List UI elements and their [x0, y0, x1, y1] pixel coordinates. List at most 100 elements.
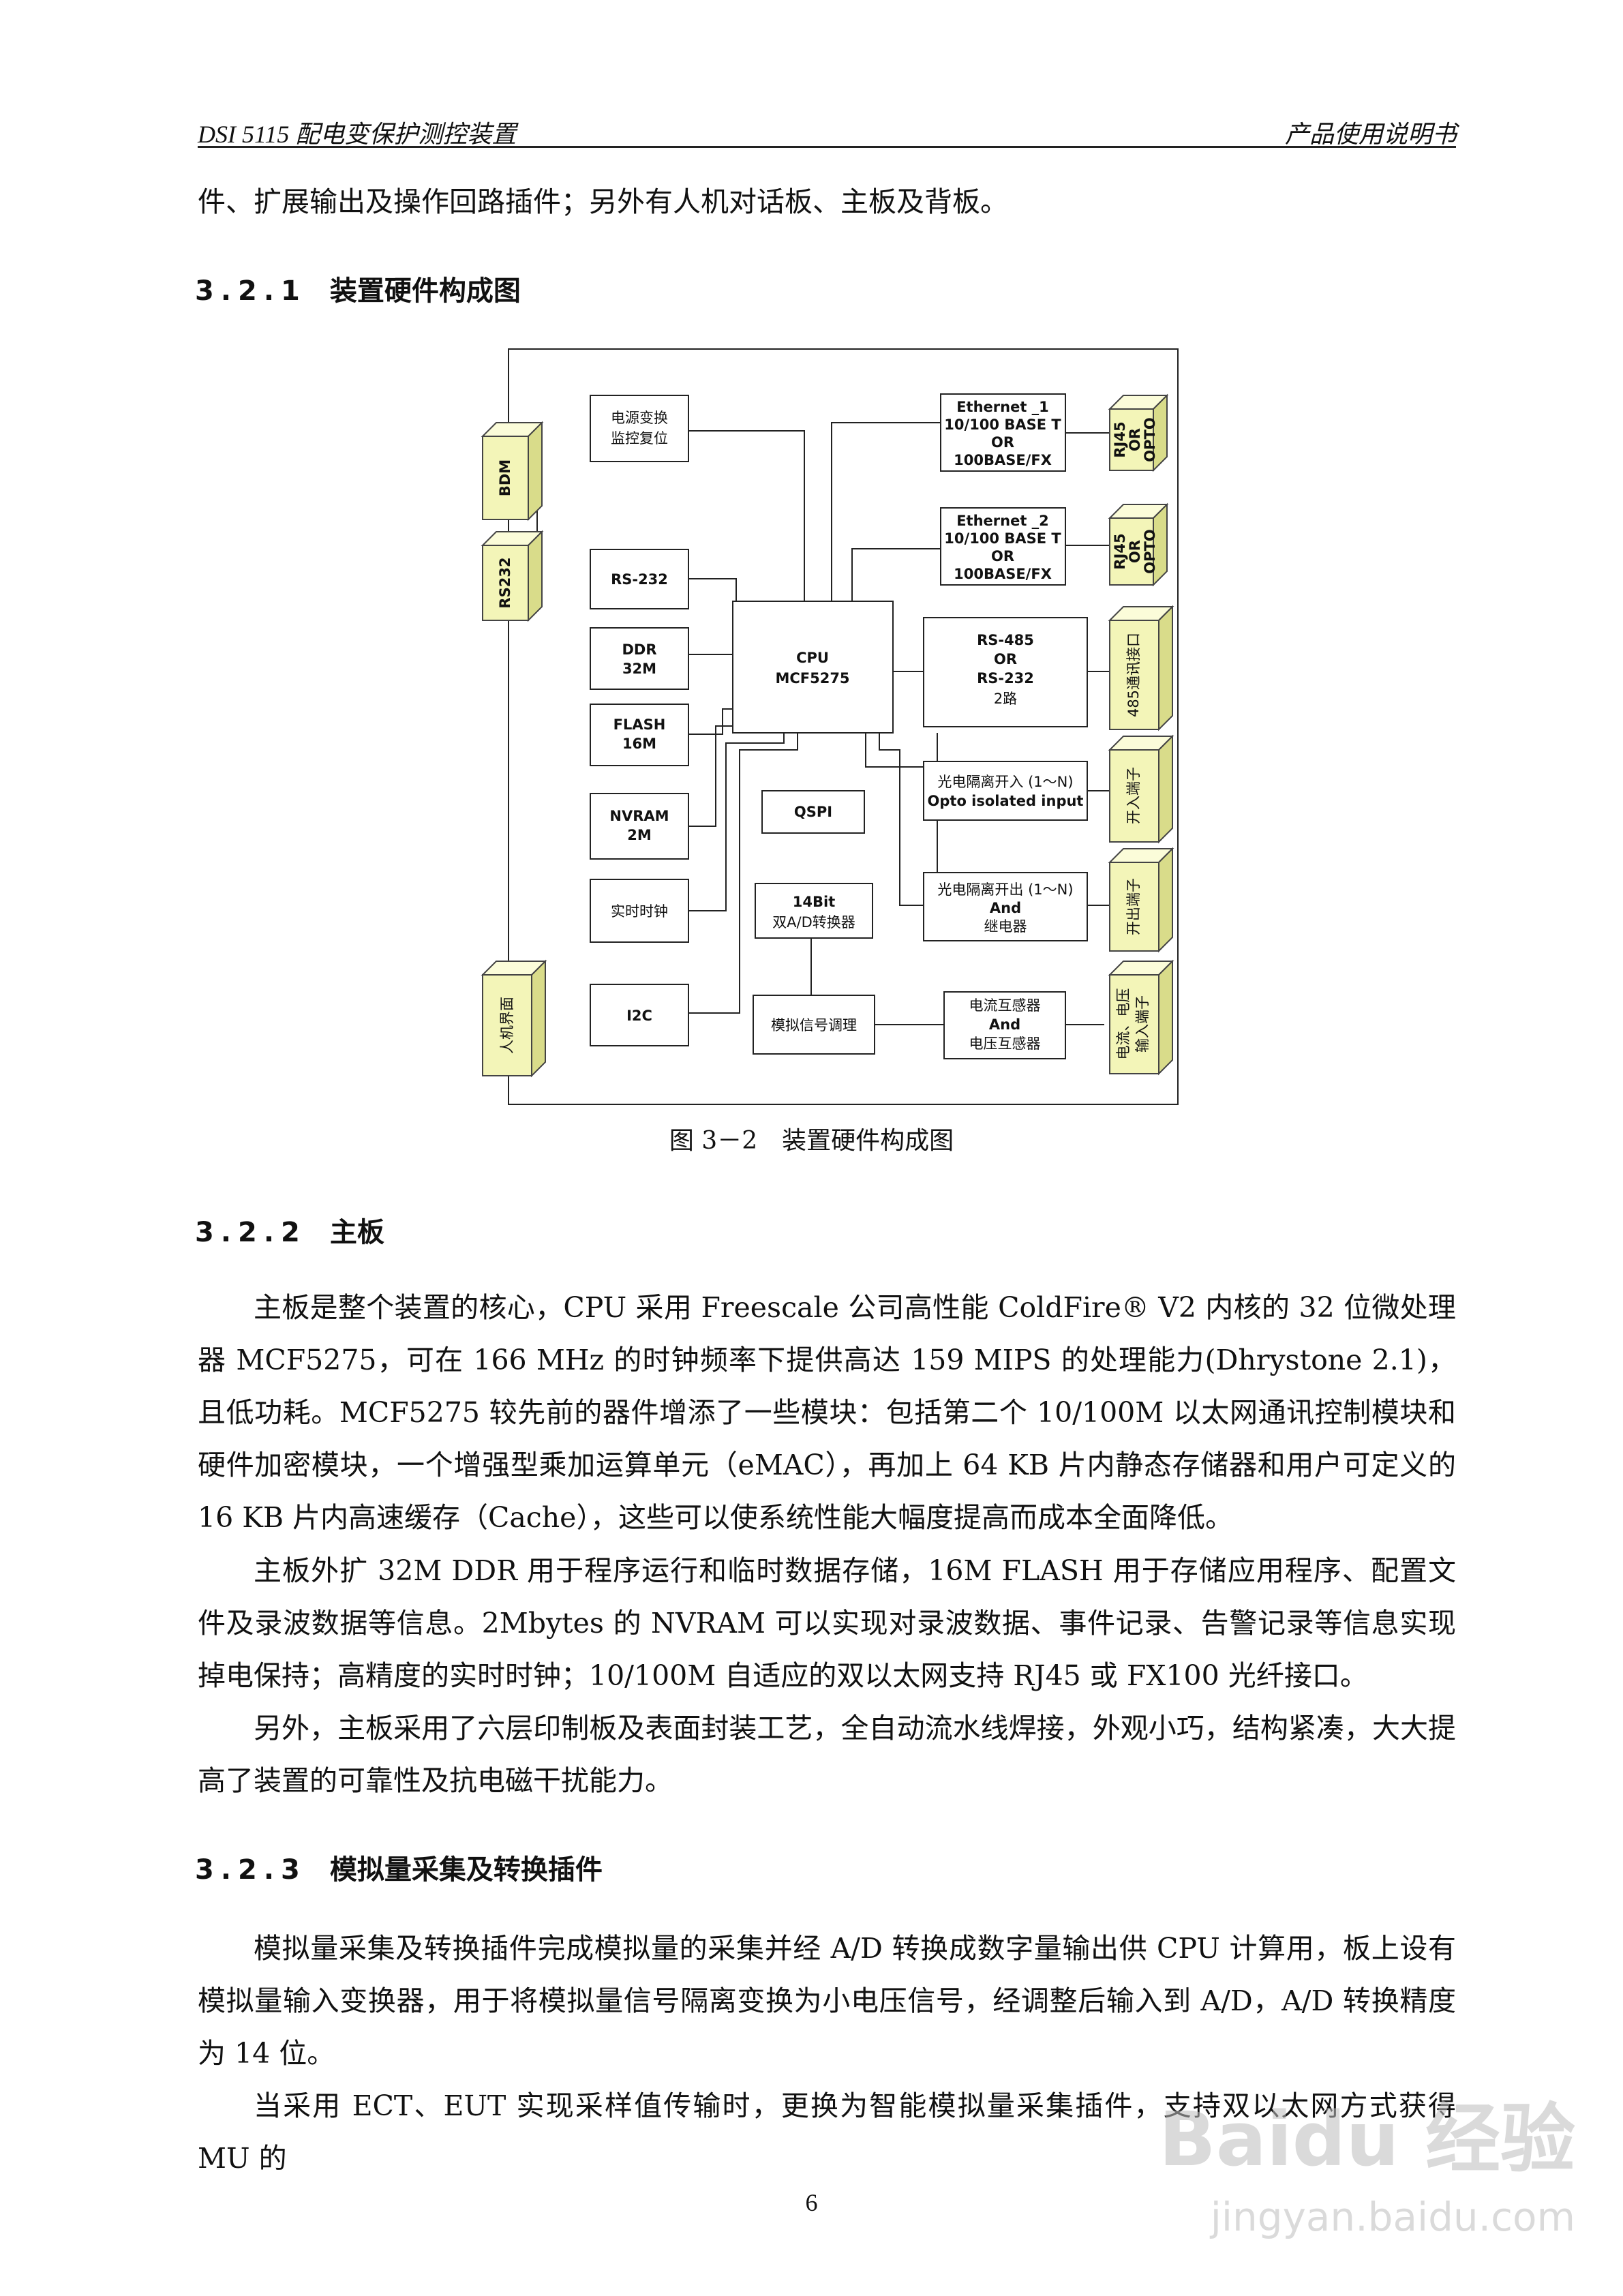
- wire-rtc-cpu: [688, 733, 785, 911]
- box-power-line1: 电源变换: [611, 410, 668, 426]
- section-title: 主板: [329, 1217, 384, 1248]
- box-ct-line2: And: [989, 1016, 1020, 1033]
- box-flash-line1: FLASH: [613, 716, 666, 733]
- connector-rs232: RS232: [481, 530, 544, 622]
- connector-rj45-1-line2: OR: [1127, 428, 1143, 451]
- connector-rj45-2-line3: OPTO: [1142, 529, 1158, 573]
- connector-do-label: 开出端子: [1125, 878, 1142, 935]
- hardware-diagram: 电源变换 监控复位 RS-232 DDR 32M FLASH 16M NVRAM…: [481, 348, 1179, 1105]
- box-signal: 模拟信号调理: [753, 995, 875, 1055]
- box-ct-line3: 电压互感器: [969, 1036, 1041, 1052]
- diagram-frame: [508, 348, 1179, 1105]
- box-rtc: 实时时钟: [590, 879, 689, 943]
- box-eth1-line3: OR: [991, 434, 1014, 451]
- box-rs485-line2: OR: [994, 651, 1017, 667]
- watermark: Baidu 经验 jingyan.baidu.com: [1159, 2051, 1575, 2255]
- box-rs485: RS-485 OR RS-232 2路: [923, 617, 1088, 727]
- connector-comm485: 485通讯接口: [1108, 605, 1174, 731]
- figure-caption: 图 3－2 装置硬件构成图: [669, 1127, 954, 1155]
- section-heading-3-2-1: 3.2.1 装置硬件构成图: [195, 269, 521, 308]
- connector-hmi-label: 人机界面: [499, 997, 515, 1054]
- intro-line: 件、扩展输出及操作回路插件；另外有人机对话板、主板及背板。: [198, 185, 1008, 218]
- box-eth2: Ethernet _2 10/100 BASE T OR 100BASE/FX: [940, 507, 1066, 586]
- box-adc: 14Bit 双A/D转换器: [755, 883, 873, 939]
- box-ddr: DDR 32M: [590, 627, 689, 690]
- wire-cpu-eth2: [851, 548, 941, 601]
- wire-ddr-cpu: [688, 644, 733, 655]
- analog-paragraph-1: 模拟量采集及转换插件完成模拟量的采集并经 A/D 转换成数字量输出供 CPU 计…: [198, 1932, 1456, 2070]
- box-rs485-line1: RS-485: [977, 632, 1034, 648]
- box-cpu: CPU MCF5275: [732, 601, 894, 734]
- connector-analog-line1: 电流、电压: [1115, 988, 1132, 1060]
- section-number: 3.2.3: [195, 1854, 307, 1886]
- box-opto-out-line3: 继电器: [984, 918, 1027, 935]
- connector-comm485-label: 485通讯接口: [1125, 633, 1142, 717]
- box-ct: 电流互感器 And 电压互感器: [943, 991, 1066, 1059]
- box-eth1-line2: 10/100 BASE T: [944, 417, 1061, 433]
- box-opto-out-line1: 光电隔离开出 (1～N): [937, 881, 1073, 898]
- connector-rj45-1-line1: RJ45: [1112, 421, 1128, 457]
- box-signal-label: 模拟信号调理: [771, 1017, 857, 1033]
- connector-rj45-2-line1: RJ45: [1112, 533, 1128, 569]
- main-board-paragraph-2: 主板外扩 32M DDR 用于程序运行和临时数据存储，16M FLASH 用于存…: [198, 1554, 1456, 1692]
- header-rule: [198, 146, 1456, 148]
- box-cpu-line2: MCF5275: [775, 670, 849, 686]
- section-heading-3-2-2: 3.2.2 主板: [195, 1210, 384, 1250]
- diagram-wires: [536, 422, 1110, 1025]
- box-rs485-line3: RS-232: [977, 670, 1034, 686]
- box-ddr-line1: DDR: [622, 641, 656, 658]
- box-opto-out: 光电隔离开出 (1～N) And 继电器: [923, 872, 1088, 941]
- connector-analog-line2: 输入端子: [1134, 995, 1151, 1053]
- box-nvram: NVRAM 2M: [590, 793, 689, 860]
- box-i2c-label: I2C: [626, 1008, 652, 1024]
- main-board-paragraph-1: 主板是整个装置的核心，CPU 采用 Freescale 公司高性能 ColdFi…: [198, 1291, 1456, 1534]
- connector-hmi: 人机界面: [481, 959, 547, 1078]
- box-eth1-line4: 100BASE/FX: [954, 452, 1052, 468]
- wire-cpu-optoin: [865, 733, 924, 768]
- connector-do: 开出端子: [1108, 847, 1174, 953]
- box-cpu-line1: CPU: [796, 650, 829, 666]
- box-rtc-label: 实时时钟: [611, 903, 668, 920]
- box-opto-in: 光电隔离开入 (1～N) Opto isolated input: [923, 761, 1088, 821]
- box-adc-line1: 14Bit: [793, 894, 835, 910]
- box-eth2-line3: OR: [991, 548, 1014, 564]
- box-rs232-label: RS-232: [611, 571, 668, 588]
- box-eth1-line1: Ethernet _1: [956, 399, 1049, 415]
- section-title: 装置硬件构成图: [329, 275, 521, 307]
- section-number: 3.2.1: [195, 275, 307, 307]
- analog-paragraph-2: 当采用 ECT、EUT 实现采样值传输时，更换为智能模拟量采集插件，支持双以太网…: [198, 2089, 1456, 2175]
- wire-cpu-eth1: [831, 422, 941, 601]
- box-opto-in-line2: Opto isolated input: [928, 793, 1084, 809]
- header-title: DSI 5115 配电变保护测控装置: [198, 121, 517, 148]
- connector-rj45-2-line2: OR: [1127, 540, 1143, 563]
- box-ct-line1: 电流互感器: [969, 997, 1041, 1014]
- box-opto-in-line1: 光电隔离开入 (1～N): [937, 774, 1073, 790]
- wire-cpu-optoout: [879, 733, 924, 906]
- box-flash-line2: 16M: [622, 736, 656, 752]
- box-rs485-line4: 2路: [994, 691, 1017, 707]
- box-ddr-line2: 32M: [622, 661, 656, 677]
- box-nvram-line2: 2M: [627, 827, 652, 843]
- watermark-logo-text: Baidu 经验: [1158, 2096, 1575, 2183]
- section-number: 3.2.2: [195, 1217, 307, 1248]
- box-power-line2: 监控复位: [611, 430, 668, 447]
- box-eth2-line2: 10/100 BASE T: [944, 530, 1061, 547]
- box-i2c: I2C: [590, 984, 689, 1046]
- header-doc-type: 产品使用说明书: [1284, 121, 1457, 148]
- connector-rj45-1-line3: OPTO: [1142, 417, 1158, 462]
- connector-analog: 电流、电压 输入端子: [1108, 959, 1174, 1076]
- page-number: 6: [805, 2189, 818, 2216]
- connector-bdm-label: BDM: [497, 459, 513, 496]
- watermark-url: jingyan.baidu.com: [1210, 2194, 1575, 2240]
- box-eth1: Ethernet _1 10/100 BASE T OR 100BASE/FX: [940, 393, 1066, 472]
- connector-rj45-2: RJ45 OR OPTO: [1108, 502, 1169, 587]
- box-eth2-line4: 100BASE/FX: [954, 566, 1052, 582]
- box-qspi: QSPI: [761, 790, 865, 834]
- wire-flash-cpu: [688, 708, 733, 735]
- wire-rs232-cpu: [688, 578, 737, 601]
- wire-i2c-cpu: [688, 733, 798, 1014]
- connector-rj45-1: RJ45 OR OPTO: [1108, 393, 1169, 472]
- box-power: 电源变换 监控复位: [590, 395, 689, 462]
- box-nvram-line1: NVRAM: [609, 808, 669, 824]
